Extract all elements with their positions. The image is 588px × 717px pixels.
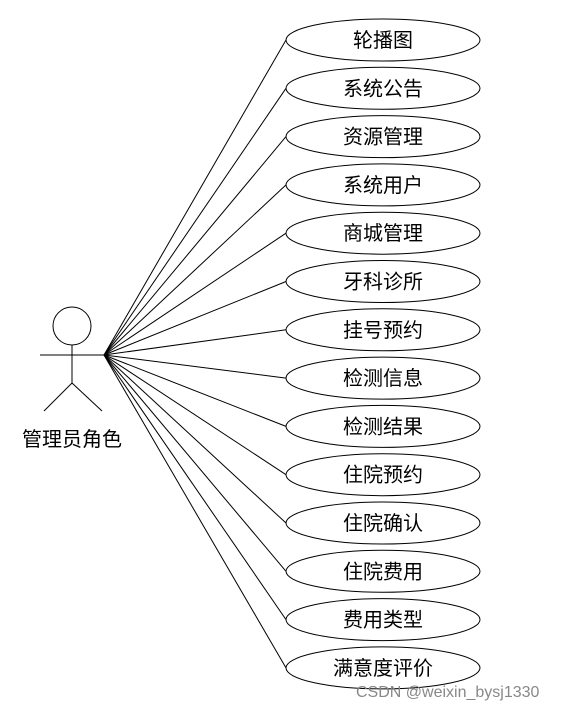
use-case: 费用类型 (285, 598, 481, 642)
actor-label: 管理员角色 (22, 427, 122, 451)
actor-figure: 管理员角色 (22, 306, 122, 451)
actor-head (52, 306, 92, 346)
use-case-ellipse (285, 453, 481, 497)
use-case-label: 挂号预约 (343, 318, 423, 342)
use-case: 住院预约 (285, 453, 481, 497)
use-case-ellipse (285, 163, 481, 207)
use-case-ellipse (285, 18, 481, 62)
use-case: 轮播图 (285, 18, 481, 62)
use-case-label: 住院确认 (343, 511, 423, 535)
use-case-ellipse (285, 211, 481, 255)
use-case-ellipse (285, 260, 481, 303)
actor-left-leg (43, 382, 73, 412)
association-line (103, 354, 287, 476)
association-line (103, 232, 287, 356)
use-case-label: 住院预约 (343, 463, 423, 487)
use-case-ellipse (285, 598, 481, 642)
use-case-label: 检测结果 (343, 414, 423, 438)
use-case-ellipse (285, 646, 481, 690)
use-case: 牙科诊所 (285, 260, 481, 303)
use-case: 系统用户 (285, 163, 481, 207)
use-case-label: 系统公告 (343, 76, 423, 100)
use-case-ellipse (285, 308, 481, 352)
use-case-label: 系统用户 (343, 173, 423, 197)
use-case-ellipse (285, 501, 481, 545)
use-case-ellipse (285, 66, 481, 110)
use-case-label: 费用类型 (343, 608, 423, 632)
association-line (103, 184, 287, 356)
use-cases: 轮播图系统公告资源管理系统用户商城管理牙科诊所挂号预约检测信息检测结果住院预约住… (285, 18, 481, 690)
use-case-label: 住院费用 (343, 559, 423, 583)
association-line (103, 354, 287, 620)
use-case: 检测结果 (285, 404, 481, 448)
association-line (103, 354, 287, 427)
use-case-label: 检测信息 (343, 366, 423, 390)
association-line (103, 354, 287, 572)
actor-right-leg (71, 382, 103, 412)
use-case: 住院费用 (285, 549, 481, 593)
use-case-ellipse (285, 115, 481, 159)
use-case: 资源管理 (285, 115, 481, 159)
use-case: 挂号预约 (285, 308, 481, 352)
use-case: 满意度评价 (285, 646, 481, 690)
use-case-label: 资源管理 (343, 125, 423, 149)
use-case-label: 轮播图 (353, 28, 413, 52)
association-line (103, 136, 287, 356)
use-case-ellipse (285, 404, 481, 448)
use-case-ellipse (285, 356, 481, 400)
association-line (103, 88, 287, 356)
association-line (103, 281, 287, 356)
association-lines (103, 39, 287, 669)
use-case-label: 商城管理 (343, 221, 423, 245)
use-case: 系统公告 (285, 66, 481, 110)
use-case: 住院确认 (285, 501, 481, 545)
association-line (103, 354, 287, 524)
association-line (103, 354, 287, 669)
use-case: 检测信息 (285, 356, 481, 400)
use-case-ellipse (285, 549, 481, 593)
use-case: 商城管理 (285, 211, 481, 255)
association-line (103, 329, 287, 356)
watermark: CSDN @weixin_bysj1330 (356, 684, 540, 701)
use-case-label: 牙科诊所 (343, 270, 423, 294)
association-line (103, 354, 287, 379)
association-line (103, 39, 287, 356)
use-case-label: 满意度评价 (333, 656, 433, 680)
